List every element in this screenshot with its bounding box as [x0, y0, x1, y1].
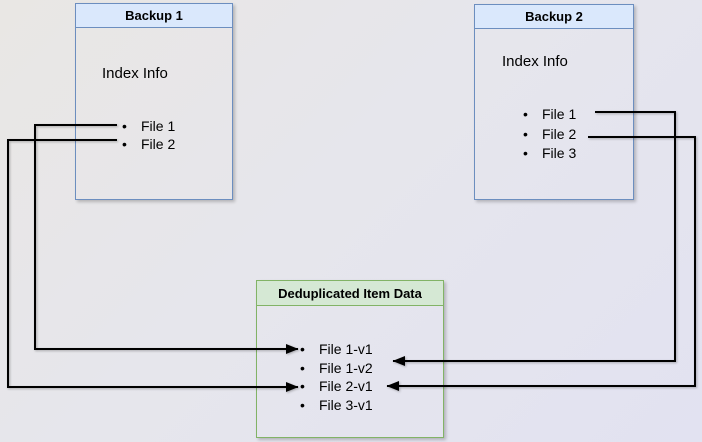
- dedup-title: Deduplicated Item Data: [257, 281, 443, 306]
- file-label: File 2: [542, 125, 577, 142]
- backup2-subtitle: Index Info: [502, 53, 568, 70]
- file-label: File 3: [542, 145, 577, 161]
- bullet-icon: [523, 144, 542, 164]
- file-label: File 1-v2: [319, 359, 373, 376]
- backup1-title: Backup 1: [76, 4, 232, 28]
- bullet-icon: [122, 117, 141, 135]
- dedup-box: Deduplicated Item Data File 1-v1 File 1-…: [256, 280, 444, 438]
- file-label: File 3-v1: [319, 397, 373, 414]
- file-label: File 1: [542, 106, 577, 122]
- backup2-box: Backup 2 Index Info File 1 File 2 File 3: [474, 4, 634, 200]
- backup2-file-list: File 1 File 2 File 3: [523, 105, 576, 164]
- list-item: File 2: [122, 135, 175, 153]
- bullet-icon: [300, 359, 319, 378]
- bullet-icon: [122, 135, 141, 153]
- bullet-icon: [523, 105, 542, 125]
- file-label: File 1-v1: [319, 341, 373, 357]
- list-item: File 2: [523, 125, 576, 145]
- list-item: File 2-v1: [300, 377, 373, 396]
- file-label: File 2-v1: [319, 378, 373, 395]
- backup1-subtitle: Index Info: [102, 65, 168, 82]
- list-item: File 3: [523, 144, 576, 164]
- file-label: File 1: [141, 118, 176, 134]
- bullet-icon: [300, 340, 319, 359]
- dedup-item-list: File 1-v1 File 1-v2 File 2-v1 File 3-v1: [300, 340, 373, 415]
- list-item: File 3-v1: [300, 396, 373, 415]
- bullet-icon: [300, 396, 319, 415]
- list-item: File 1: [122, 117, 175, 135]
- bullet-icon: [523, 125, 542, 145]
- backup1-file-list: File 1 File 2: [122, 117, 175, 153]
- list-item: File 1-v2: [300, 359, 373, 378]
- backup2-title: Backup 2: [475, 5, 633, 29]
- bullet-icon: [300, 377, 319, 396]
- list-item: File 1: [523, 105, 576, 125]
- list-item: File 1-v1: [300, 340, 373, 359]
- backup1-box: Backup 1 Index Info File 1 File 2: [75, 3, 233, 200]
- file-label: File 2: [141, 136, 176, 152]
